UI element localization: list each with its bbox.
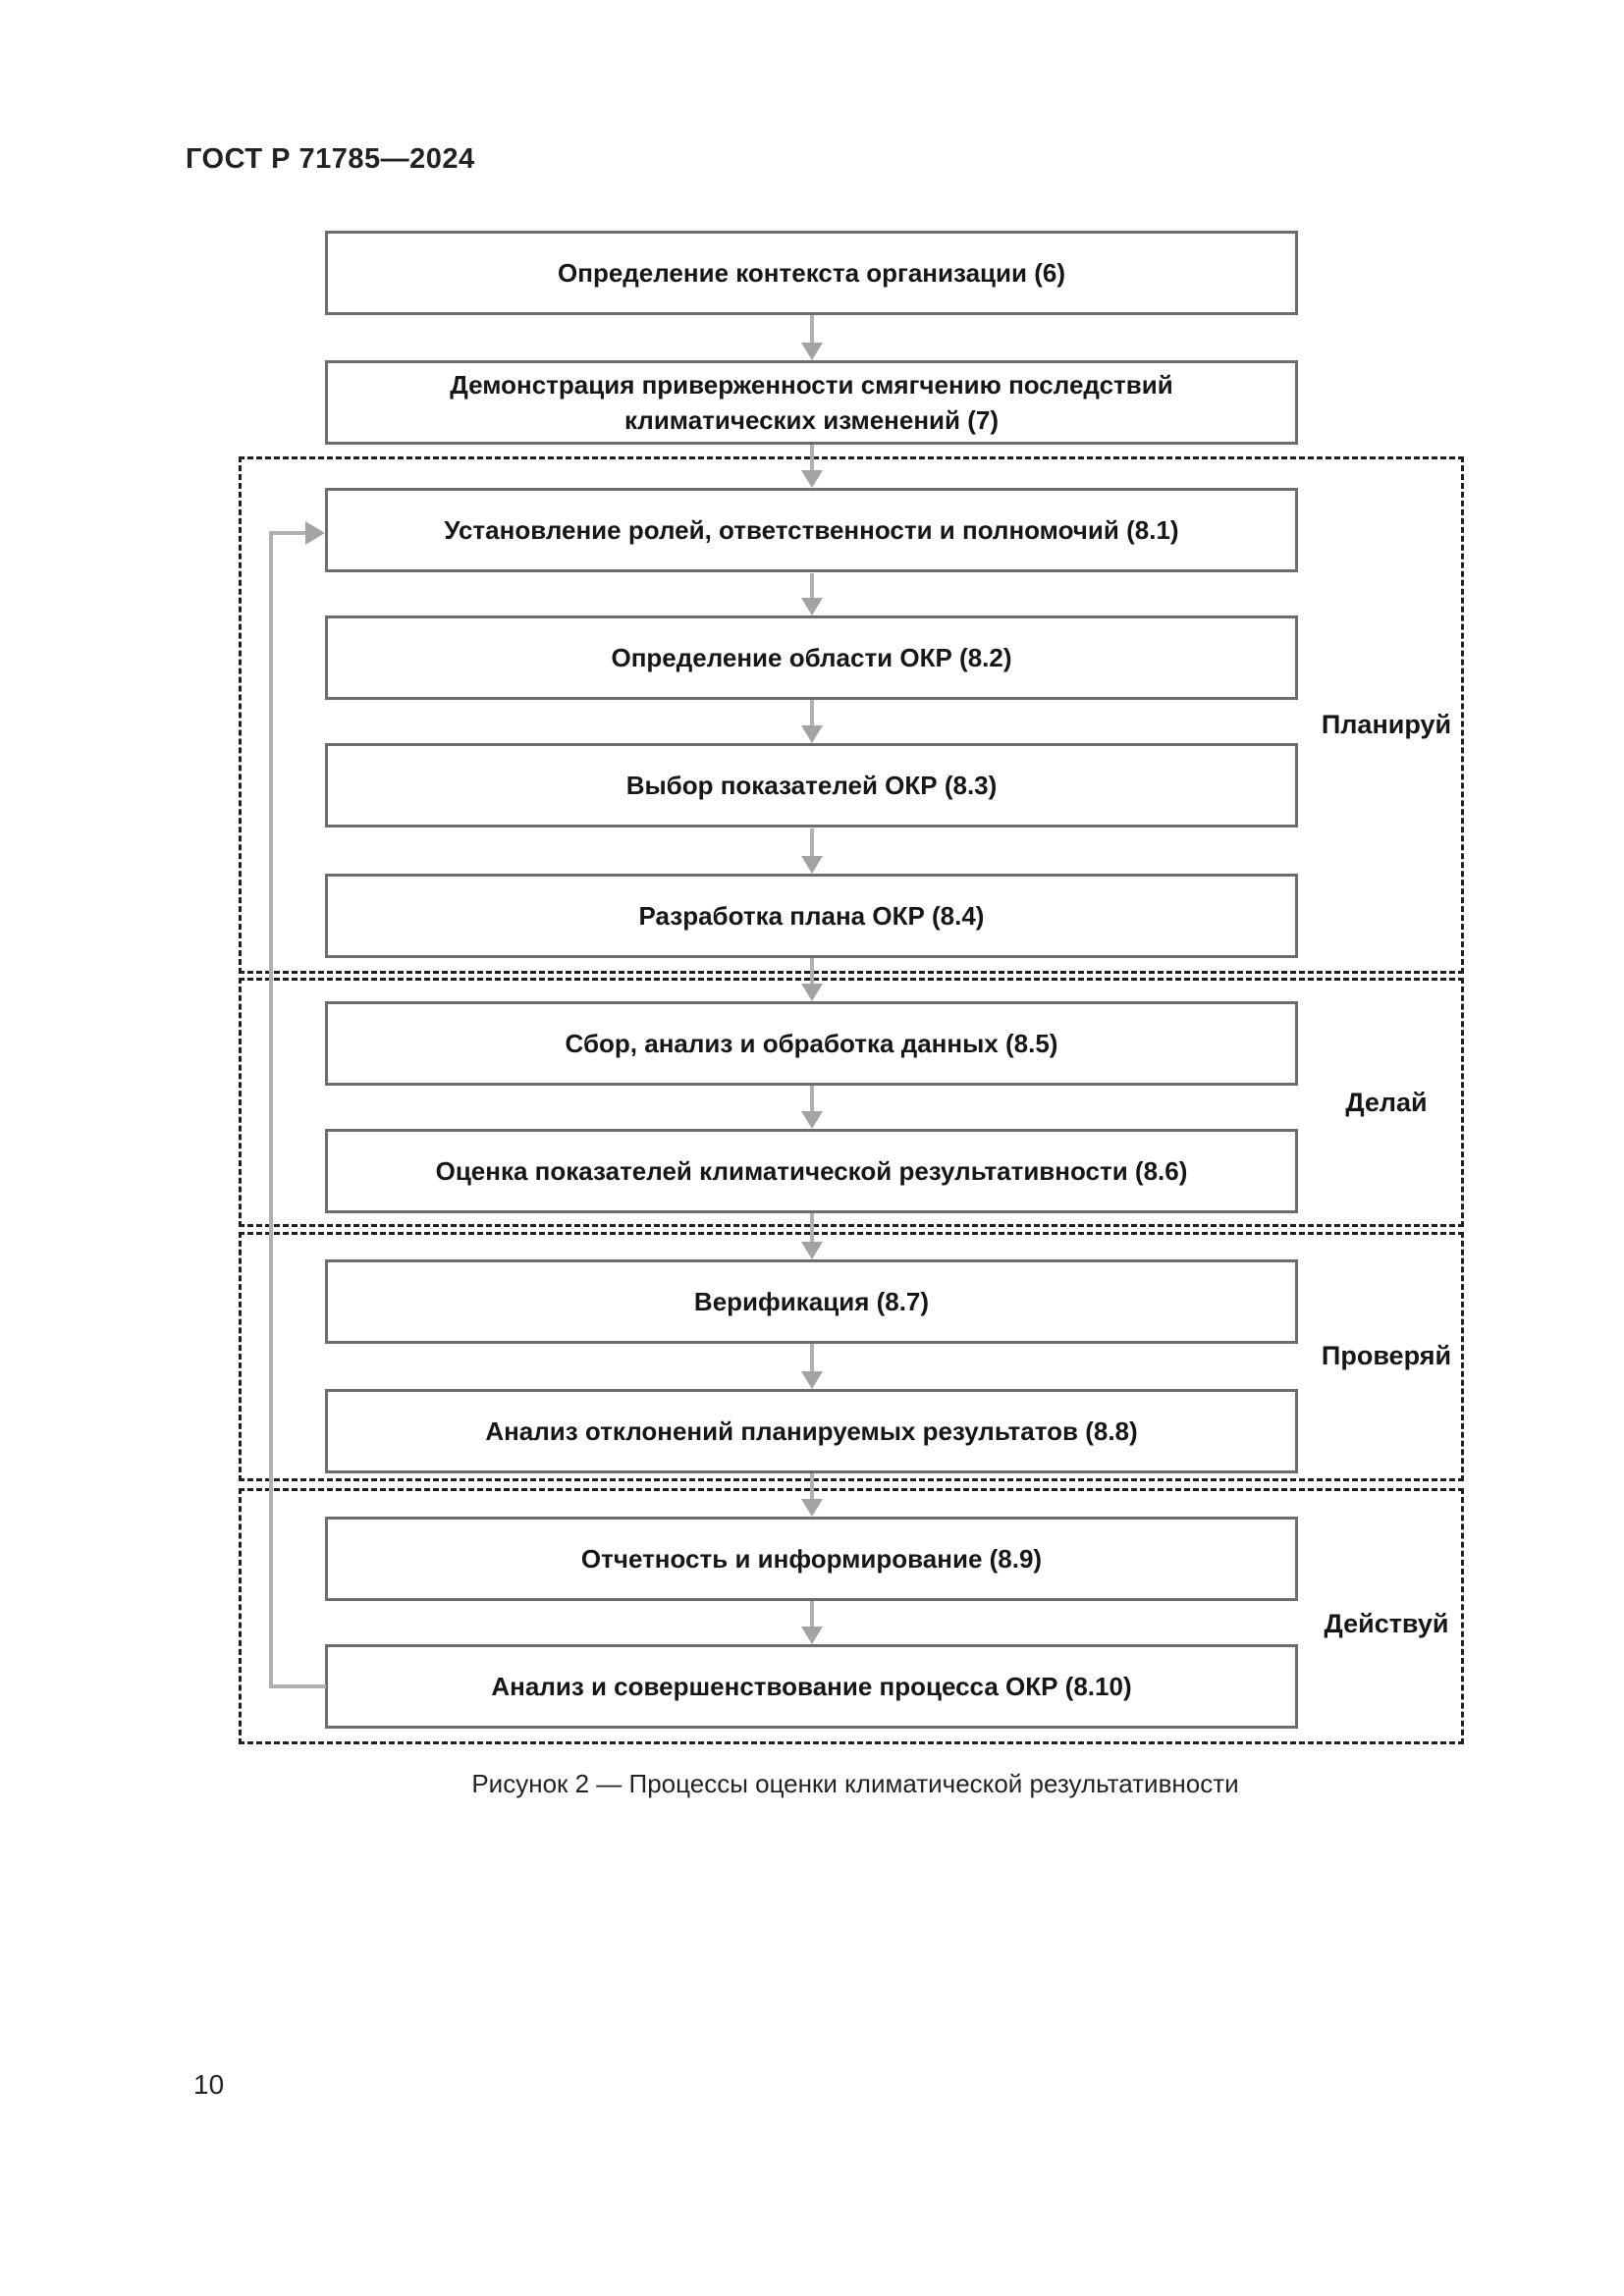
- flow-box-label: Определение контекста организации (6): [558, 258, 1065, 288]
- flow-box-8-9: Отчетность и информирование (8.9): [325, 1517, 1298, 1601]
- flow-box-8-7: Верификация (8.7): [325, 1259, 1298, 1344]
- pdca-section-do: [239, 978, 1464, 1227]
- flow-box-6: Определение контекста организации (6): [325, 231, 1298, 315]
- connector-stem: [810, 573, 814, 600]
- section-label-plan: Планируй: [1321, 710, 1452, 739]
- arrow-down-icon: [801, 1627, 823, 1644]
- flow-connector-down: [790, 1473, 834, 1517]
- arrow-down-icon: [801, 856, 823, 874]
- connector-stem: [810, 1344, 814, 1373]
- arrow-down-icon: [801, 725, 823, 743]
- page-number: 10: [193, 2069, 225, 2100]
- section-label-check: Проверяй: [1321, 1341, 1452, 1370]
- connector-stem: [810, 1473, 814, 1501]
- flow-box-label: Отчетность и информирование (8.9): [580, 1544, 1043, 1574]
- arrow-down-icon: [801, 1111, 823, 1129]
- arrow-down-icon: [801, 343, 823, 360]
- flow-connector-down: [790, 315, 834, 360]
- flow-box-label: Анализ отклонений планируемых результато…: [485, 1416, 1138, 1446]
- flow-box-label: Выбор показателей ОКР (8.3): [625, 771, 998, 800]
- flow-box-8-6: Оценка показателей климатической результ…: [325, 1129, 1298, 1213]
- flow-connector-down: [790, 573, 834, 615]
- arrow-down-icon: [801, 470, 823, 488]
- flow-connector-down: [790, 700, 834, 743]
- standard-number-header: ГОСТ Р 71785—2024: [186, 143, 475, 175]
- arrow-down-icon: [801, 984, 823, 1001]
- flow-box-label: Определение области ОКР (8.2): [611, 643, 1012, 672]
- flow-box-8-4: Разработка плана ОКР (8.4): [325, 874, 1298, 958]
- flow-box-label: Установление ролей, ответственности и по…: [444, 515, 1179, 545]
- feedback-line-bottom: [269, 1684, 326, 1688]
- section-label-act: Действуй: [1324, 1609, 1449, 1638]
- flow-connector-down: [790, 445, 834, 488]
- flow-box-label: Сбор, анализ и обработка данных (8.5): [565, 1029, 1058, 1058]
- flow-connector-down: [790, 958, 834, 1001]
- flow-box-8-5: Сбор, анализ и обработка данных (8.5): [325, 1001, 1298, 1086]
- pdca-section-plan: [239, 456, 1464, 974]
- arrow-down-icon: [801, 1499, 823, 1517]
- flow-connector-down: [790, 1213, 834, 1259]
- connector-stem: [810, 958, 814, 986]
- flow-box-label: Демонстрация приверженности смягчению по…: [450, 370, 1173, 435]
- flow-box-8-2: Определение области ОКР (8.2): [325, 615, 1298, 700]
- pdca-section-check: [239, 1232, 1464, 1481]
- connector-stem: [810, 315, 814, 345]
- flow-box-label: Разработка плана ОКР (8.4): [638, 901, 985, 931]
- figure-caption: Рисунок 2 — Процессы оценки климатическо…: [471, 1769, 1239, 1798]
- arrow-down-icon: [801, 1242, 823, 1259]
- flow-connector-down: [790, 1601, 834, 1644]
- section-label-do: Делай: [1345, 1088, 1428, 1117]
- flow-box-8-3: Выбор показателей ОКР (8.3): [325, 743, 1298, 828]
- connector-stem: [810, 1601, 814, 1629]
- flow-box-8-8: Анализ отклонений планируемых результато…: [325, 1389, 1298, 1473]
- connector-stem: [810, 828, 814, 858]
- flow-connector-down: [790, 1344, 834, 1389]
- connector-stem: [810, 1086, 814, 1113]
- connector-stem: [810, 445, 814, 472]
- flow-box-7: Демонстрация приверженности смягчению по…: [325, 360, 1298, 445]
- flow-box-label: Оценка показателей климатической результ…: [435, 1156, 1188, 1186]
- flow-box-8-1: Установление ролей, ответственности и по…: [325, 488, 1298, 572]
- arrow-down-icon: [801, 598, 823, 615]
- connector-stem: [810, 700, 814, 727]
- flow-box-8-10: Анализ и совершенствование процесса ОКР …: [325, 1644, 1298, 1729]
- flow-connector-down: [790, 1086, 834, 1129]
- flow-box-label: Анализ и совершенствование процесса ОКР …: [491, 1672, 1132, 1701]
- flow-box-label: Верификация (8.7): [693, 1287, 930, 1316]
- flow-connector-down: [790, 828, 834, 874]
- feedback-line-top: [269, 531, 306, 535]
- connector-stem: [810, 1213, 814, 1244]
- feedback-line-vertical: [269, 531, 273, 1688]
- arrow-down-icon: [801, 1371, 823, 1389]
- pdca-section-act: [239, 1488, 1464, 1744]
- arrow-right-icon: [305, 521, 325, 545]
